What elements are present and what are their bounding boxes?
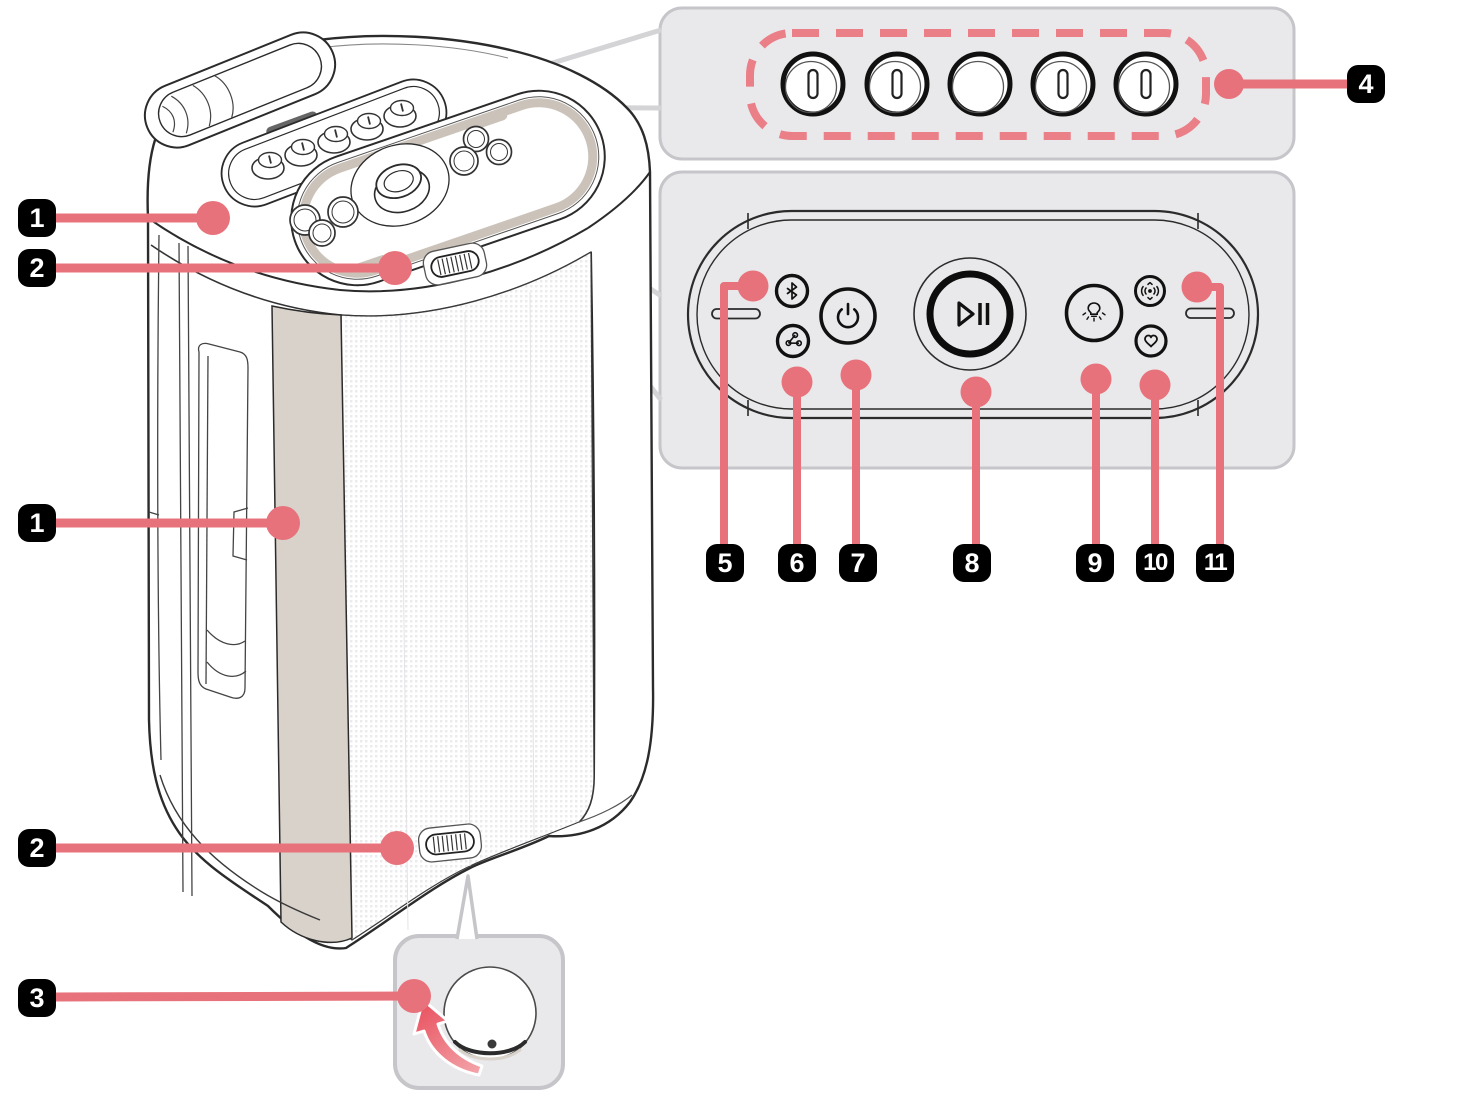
callout-badge-1-top: 1 — [18, 199, 56, 237]
curved-rotate-arrow-icon — [412, 998, 484, 1077]
control-panel-zoom — [657, 169, 1300, 471]
callout-badge-6: 6 — [778, 544, 816, 582]
side-stand-recess — [197, 342, 249, 699]
eq-knob-row — [780, 51, 1179, 117]
favorite-button — [1134, 324, 1168, 358]
light-button — [1064, 283, 1124, 343]
leader-wedge-panel-top — [490, 177, 663, 299]
heart-icon — [1144, 334, 1158, 348]
top-knob-1 — [251, 151, 285, 180]
eq-knob-1 — [780, 51, 846, 117]
top-knob-4 — [350, 112, 384, 141]
knob-group-highlight — [746, 29, 1210, 140]
leader-1-top — [56, 201, 230, 235]
side-panel-details — [148, 234, 249, 897]
eq-knob-3 — [947, 51, 1013, 117]
power-button — [819, 287, 877, 345]
top-buttons — [289, 125, 513, 247]
top-indicator-slot — [266, 111, 318, 137]
callout-badge-1-mid: 1 — [18, 504, 56, 542]
leader-3 — [55, 979, 431, 1013]
callout-badge-9: 9 — [1076, 544, 1114, 582]
knob-panel-zoom — [657, 5, 1300, 165]
top-knobs — [251, 99, 417, 180]
inset-pointer-tail — [455, 874, 479, 940]
callout-badge-4: 4 — [1347, 65, 1385, 103]
leader-2-bottom — [56, 831, 414, 865]
leader-wedge-knobs-bottom — [436, 104, 662, 111]
speaker-body — [143, 31, 655, 950]
play-pause-button — [913, 257, 1027, 371]
callout-badge-2-top: 2 — [18, 249, 56, 287]
top-volume-knob — [350, 143, 450, 227]
grille-latch-bottom — [417, 823, 483, 863]
callout-badge-3: 3 — [18, 979, 56, 1017]
callout-badge-8: 8 — [953, 544, 991, 582]
knob-position-dot — [487, 1039, 497, 1049]
callout-badge-5: 5 — [706, 544, 744, 582]
bass-knob — [443, 966, 537, 1061]
top-knob-3 — [317, 125, 351, 154]
eq-knob-4 — [1030, 51, 1096, 117]
top-control-panel — [289, 89, 606, 287]
top-handle — [143, 31, 337, 149]
leader-wedge-panel-bottom — [495, 186, 663, 402]
sound-wave-icon — [1140, 281, 1160, 301]
front-grille — [340, 250, 595, 941]
eq-knob-2 — [864, 51, 930, 117]
leader-wedge-knobs-top — [433, 27, 662, 102]
leader-1-mid — [56, 506, 300, 540]
grille-latch-top — [422, 242, 488, 286]
power-icon — [836, 302, 860, 329]
speaker-silhouette — [146, 34, 655, 950]
callout-badge-10: 10 — [1136, 544, 1174, 582]
top-knob-5 — [383, 99, 417, 128]
callout-badge-7: 7 — [839, 544, 877, 582]
group-share-icon — [785, 331, 803, 347]
eq-knob-5 — [1113, 51, 1179, 117]
group-button — [775, 323, 811, 359]
top-knob-2 — [284, 138, 318, 167]
front-light-strip — [271, 305, 353, 944]
zoom-leader-lines — [433, 27, 663, 402]
leader-2-top — [56, 251, 412, 285]
bluetooth-icon — [786, 282, 798, 300]
inset-callout-box — [393, 874, 565, 1090]
light-bulb-icon — [1082, 302, 1106, 322]
top-knob-strip — [220, 78, 448, 208]
sound-field-button — [1134, 275, 1166, 307]
callout-badge-11: 11 — [1196, 544, 1234, 582]
play-pause-icon — [957, 301, 990, 327]
callout-badge-2-bottom: 2 — [18, 829, 56, 867]
control-panel-background — [658, 170, 1296, 470]
bluetooth-button — [774, 273, 810, 309]
